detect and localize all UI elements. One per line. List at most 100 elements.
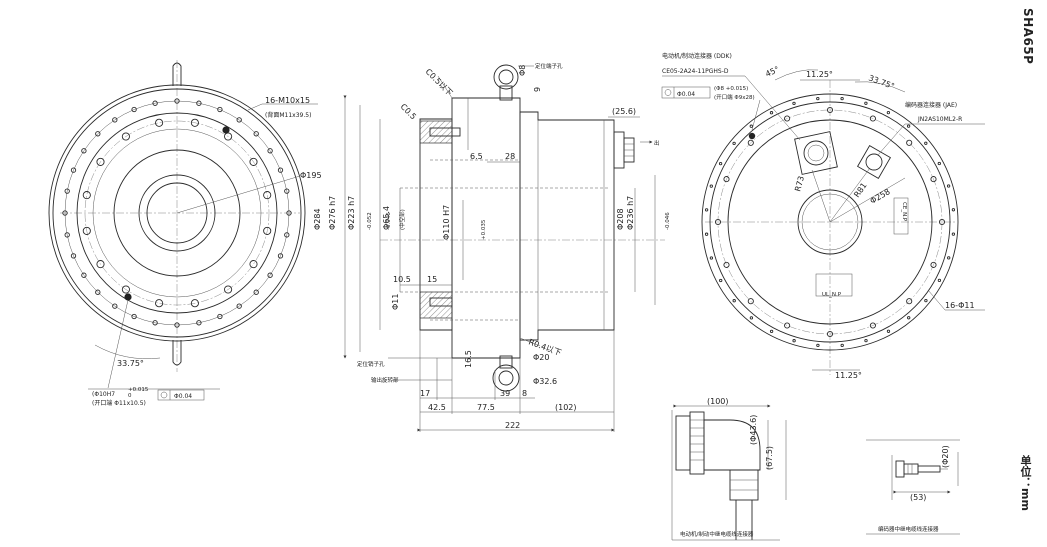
outer-bolt-hole [236, 303, 242, 309]
dim-222: 222 [505, 421, 520, 430]
rear-outer-hole [792, 101, 796, 106]
hole-note-1: (Φ8 +0.015) [714, 86, 748, 92]
motor-conn-height: (67.5) [765, 446, 774, 470]
encoder-conn-dia: (Φ20) [941, 445, 950, 468]
motor-connector-part: CE05-2A24-11PGHS-D [662, 68, 729, 75]
dim-17: 17 [420, 389, 430, 398]
bolt-note-back: (背面M11x39.5) [265, 111, 311, 119]
dim-25-6: (25.6) [612, 107, 636, 116]
rear-outer-hole [816, 343, 820, 348]
inner-bolt-hole [263, 226, 272, 235]
chamfer-note: C0.5以下 [424, 67, 455, 98]
outer-bolt-hole [70, 253, 77, 259]
dim-phi32-6: Φ32.6 [533, 377, 557, 386]
motor-relay-connector: (100) (Φ43.6) (67.5) 电动机/制动中继电缆线连接器 [671, 397, 787, 541]
rear-bolt-hole [826, 106, 834, 114]
rear-angle-bottom: 11.25° [835, 371, 862, 380]
outer-bolt-hole [284, 232, 290, 238]
chamfer-note-2: C0.5 [399, 102, 418, 121]
dim-8: 8 [522, 389, 527, 398]
rear-outer-hole [951, 232, 956, 236]
motor-conn-caption: 电动机/制动中继电缆线连接器 [680, 530, 754, 538]
dim-223-tol: -0.046 [386, 212, 392, 230]
pin-tolerance-upper: +0.015 [128, 387, 149, 393]
rear-outer-hole [937, 161, 941, 166]
dim-65: Φ65.4 [382, 206, 391, 230]
outer-bolt-hole [174, 98, 180, 104]
outer-bolt-hole [152, 100, 158, 106]
dim-110: Φ110 H7 [442, 205, 451, 240]
rear-bolt-hole [938, 218, 946, 226]
outer-bolt-hole [253, 131, 259, 137]
rear-outer-hole [749, 124, 753, 128]
rear-position-tol: Φ0.04 [677, 91, 695, 98]
model-label: SHA65P [1021, 8, 1035, 65]
eye-bolt-label: 定位销子孔 [357, 360, 385, 368]
rear-outer-hole [840, 343, 844, 348]
inner-bolt-hole [190, 299, 199, 308]
rear-bolt-hole [784, 115, 791, 122]
rear-bolt-hole [930, 176, 937, 183]
pin-depth-note: (开口端 Φ11x10.5) [92, 399, 146, 407]
pin-hole-note: (Φ10H7 [92, 391, 115, 398]
dim-16-5: 16.5 [464, 350, 473, 368]
inner-bolt-hole [82, 226, 91, 235]
r-81: R81 [852, 181, 868, 199]
inner-bolt-hole [96, 260, 105, 269]
rear-bolt-hole [906, 139, 913, 146]
rear-outer-hole [718, 161, 723, 166]
outer-bolt-hole [112, 117, 118, 123]
rear-outer-hole [864, 101, 868, 105]
rear-outer-hole [769, 111, 774, 115]
encoder-title: 编码器连接器 (JAE) [905, 101, 957, 109]
arrow-label: 出 [654, 139, 660, 147]
inner-bolt-hole [155, 118, 164, 127]
rear-outer-hole [749, 316, 754, 320]
output-label: 输出旋转部 [371, 376, 399, 384]
angle-dimension: 33.75° [117, 359, 144, 368]
outer-bolt-hole [277, 253, 284, 259]
outer-bolt-hole [196, 320, 202, 326]
rear-view: CE_N.P UL_N.P 电动机/制动连接器 (DDK) CE05-2A24-… [661, 52, 985, 380]
rear-holes-note: 16-Φ11 [945, 301, 975, 310]
inner-bolt-hole [263, 191, 272, 200]
ul-plate: UL_N.P [822, 292, 842, 298]
dim-284: Φ284 [313, 208, 322, 230]
rear-outer-hole [732, 141, 736, 146]
section-view: Φ284 Φ276 h7 -0.052 Φ223 h7 -0.046 Φ65.4… [313, 62, 671, 432]
front-view: Φ195 16-M10x15 (背面M11x39.5) 33.75° (Φ10H… [48, 60, 322, 407]
rear-outer-hole [947, 256, 951, 260]
bolt-note: 16-M10x15 [265, 96, 310, 105]
outer-bolt-hole [277, 167, 284, 173]
inner-bolt-hole [121, 132, 130, 141]
rear-angle-45: 45° [764, 65, 781, 79]
outer-bolt-hole [217, 313, 223, 320]
rear-outer-hole [792, 339, 796, 343]
encoder-relay-connector: (Φ20) (53) 编码器中继电缆线连接器 [866, 439, 960, 535]
outer-bolt-hole [62, 210, 68, 216]
rear-bolt-hole [747, 298, 754, 305]
pin-tolerance-lower: 0 [128, 393, 132, 399]
inner-bolt-hole [121, 285, 130, 294]
inner-bolt-hole [82, 191, 91, 200]
rear-outer-hole [840, 96, 844, 101]
outer-bolt-hole [174, 322, 180, 328]
rear-bolt-hole [784, 322, 791, 329]
rear-bolt-hole [826, 330, 834, 338]
rear-bolt-hole [714, 218, 722, 226]
motor-conn-length: (100) [707, 397, 729, 406]
dim-276-tol: -0.052 [367, 212, 373, 230]
rear-outer-hole [769, 329, 774, 334]
outer-bolt-hole [81, 148, 87, 154]
position-tolerance: Φ0.04 [174, 393, 192, 400]
inner-bolt-hole [224, 285, 233, 294]
rear-outer-hole [886, 329, 891, 333]
dim-9: 9 [533, 87, 542, 92]
outer-bolt-hole [286, 210, 292, 216]
outer-bolt-hole [196, 100, 202, 106]
rear-outer-hole [864, 338, 868, 343]
rear-bolt-hole [930, 261, 937, 268]
outer-bolt-hole [81, 272, 87, 278]
bolt-hole-pattern [62, 98, 292, 328]
